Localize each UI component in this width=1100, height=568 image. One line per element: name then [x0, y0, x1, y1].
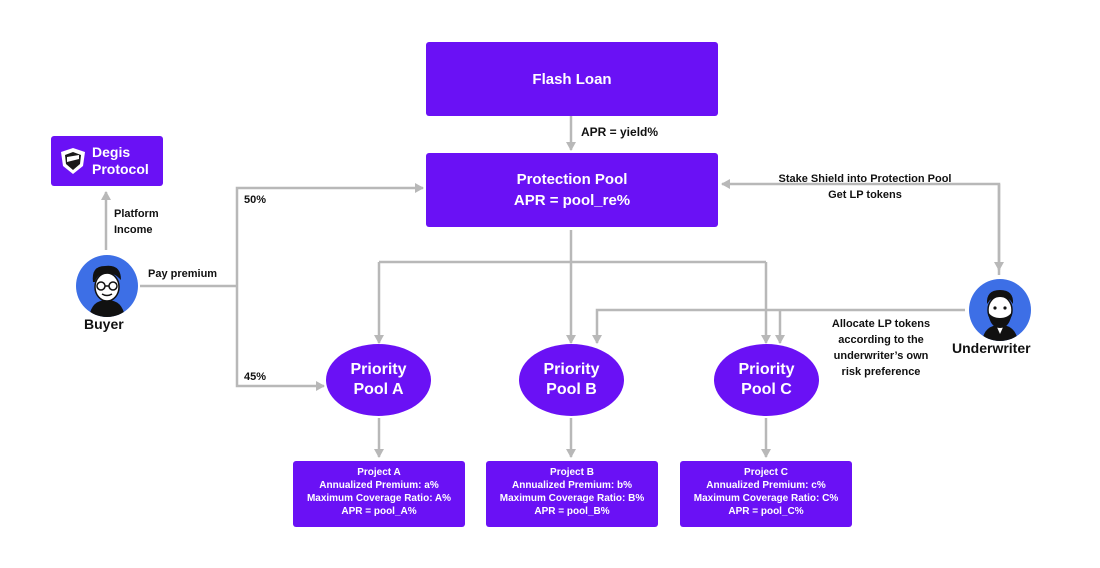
shield-logo-icon [61, 148, 85, 174]
priority-pool-c: Priority Pool C [714, 344, 819, 416]
apr-yield-label: APR = yield% [581, 125, 659, 139]
project-title: Project C [744, 467, 788, 478]
priority-pool-a: Priority Pool A [326, 344, 431, 416]
project-apr: APR = pool_C% [728, 506, 804, 517]
project-apr: APR = pool_A% [341, 506, 417, 517]
protection-pool-box: Protection Pool APR = pool_re% [426, 153, 718, 227]
line-underwriter-allocation [592, 308, 965, 344]
max-coverage-ratio: Maximum Coverage Ratio: A% [306, 493, 452, 504]
arrow-split-to-protection [235, 183, 424, 286]
buyer-label: Buyer [84, 316, 124, 332]
degis-protocol-box: Degis Protocol [51, 136, 163, 186]
flash-loan-label: Flash Loan [532, 70, 612, 88]
split-50-label: 50% [244, 194, 267, 206]
max-coverage-ratio: Maximum Coverage Ratio: C% [693, 493, 839, 504]
flash-loan-box: Flash Loan [426, 42, 718, 116]
protection-pool-title: Protection Pool [516, 171, 628, 188]
underwriter-label: Underwriter [952, 340, 1031, 356]
annualized-premium: Annualized Premium: b% [511, 480, 632, 491]
priority-pool-b: Priority Pool B [519, 344, 624, 416]
project-title: Project B [550, 467, 594, 478]
pay-premium-label: Pay premium [148, 268, 218, 280]
project-title: Project A [357, 467, 401, 478]
allocate-lp-label: Allocate LP tokens according to the unde… [831, 318, 931, 378]
underwriter-avatar [969, 279, 1031, 341]
stake-shield-label: Stake Shield into Protection Pool Get LP… [778, 173, 952, 201]
split-45-label: 45% [244, 371, 267, 383]
annualized-premium: Annualized Premium: c% [706, 480, 826, 491]
platform-income-label: Platform Income [114, 208, 159, 236]
project-c-box: Project C Annualized Premium: c% Maximum… [680, 461, 852, 527]
arrow-split-to-pool-a [235, 286, 325, 391]
project-b-box: Project B Annualized Premium: b% Maximum… [486, 461, 658, 527]
protection-pool-apr: APR = pool_re% [513, 192, 631, 209]
max-coverage-ratio: Maximum Coverage Ratio: B% [499, 493, 645, 504]
degis-label-line2: Protocol [92, 161, 149, 177]
project-a-box: Project A Annualized Premium: a% Maximum… [293, 461, 465, 527]
project-apr: APR = pool_B% [534, 506, 610, 517]
annualized-premium: Annualized Premium: a% [319, 480, 439, 491]
degis-label-line1: Degis [92, 144, 131, 160]
buyer-avatar [76, 255, 138, 317]
